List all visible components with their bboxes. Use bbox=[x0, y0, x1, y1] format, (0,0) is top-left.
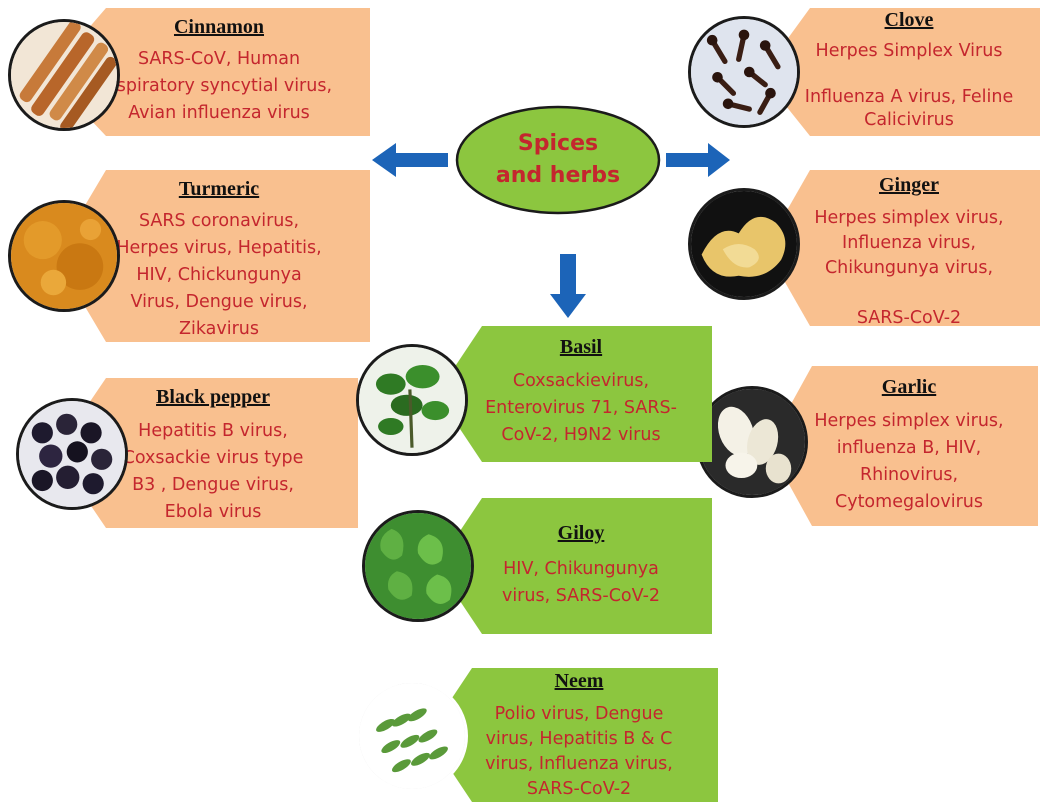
card-garlic: Garlic Herpes simplex virus, influenza B… bbox=[780, 366, 1038, 526]
card-black-pepper-text: Hepatitis B virus, Coxsackie virus type … bbox=[122, 421, 304, 522]
card-ginger: Ginger Herpes simplex virus, Influenza v… bbox=[778, 170, 1040, 328]
card-basil: Basil Coxsackievirus, Enterovirus 71, SA… bbox=[450, 326, 712, 462]
card-basil-text: Coxsackievirus, Enterovirus 71, SARS- Co… bbox=[485, 371, 677, 445]
neem-photo bbox=[356, 680, 468, 792]
card-giloy-background bbox=[450, 498, 712, 634]
card-turmeric-title: Turmeric bbox=[178, 178, 260, 200]
card-turmeric-text: SARS coronavirus, Herpes virus, Hepatiti… bbox=[116, 211, 322, 339]
cinnamon-photo bbox=[8, 19, 120, 131]
garlic-photo bbox=[696, 386, 808, 498]
card-neem-text: Polio virus, Dengue virus, Hepatitis B &… bbox=[485, 704, 673, 799]
center-node: Spices and herbs bbox=[454, 104, 662, 216]
card-basil-background bbox=[450, 326, 712, 462]
clove-photo bbox=[688, 16, 800, 128]
card-giloy-title: Giloy bbox=[557, 522, 605, 544]
card-garlic-text: Herpes simplex virus, influenza B, HIV, … bbox=[814, 411, 1004, 512]
card-garlic-background bbox=[780, 366, 1038, 526]
card-black-pepper: Black pepper Hepatitis B virus, Coxsacki… bbox=[68, 378, 358, 528]
card-turmeric-background bbox=[68, 170, 370, 342]
giloy-photo bbox=[362, 510, 474, 622]
card-clove-text: Herpes Simplex Virus Influenza A virus, … bbox=[804, 41, 1014, 130]
card-clove-title: Clove bbox=[884, 9, 934, 31]
turmeric-photo bbox=[8, 200, 120, 312]
card-cinnamon-title: Cinnamon bbox=[173, 16, 265, 38]
card-ginger-title: Ginger bbox=[879, 174, 939, 196]
center-title: Spices and herbs bbox=[495, 131, 621, 188]
card-basil-title: Basil bbox=[559, 336, 603, 358]
card-turmeric: Turmeric SARS coronavirus, Herpes virus,… bbox=[68, 170, 370, 342]
card-neem-title: Neem bbox=[554, 670, 604, 692]
card-ginger-background bbox=[778, 170, 1040, 326]
card-black-pepper-title: Black pepper bbox=[156, 386, 270, 408]
card-garlic-title: Garlic bbox=[881, 376, 937, 398]
card-neem: Neem Polio virus, Dengue virus, Hepatiti… bbox=[440, 668, 718, 802]
card-giloy: Giloy HIV, Chikungunya virus, SARS-CoV-2 bbox=[450, 498, 712, 634]
left-arrow-icon bbox=[372, 143, 448, 177]
card-black-pepper-background bbox=[68, 378, 358, 528]
card-neem-background bbox=[440, 668, 718, 802]
right-arrow-icon bbox=[666, 143, 730, 177]
card-clove: Clove Herpes Simplex Virus Influenza A v… bbox=[778, 8, 1040, 136]
card-clove-background bbox=[778, 8, 1040, 136]
card-cinnamon: Cinnamon SARS-CoV, Human espiratory sync… bbox=[68, 8, 370, 136]
card-cinnamon-text: SARS-CoV, Human espiratory syncytial vir… bbox=[105, 49, 333, 123]
black-pepper-photo bbox=[16, 398, 128, 510]
basil-photo bbox=[356, 344, 468, 456]
center-ellipse bbox=[455, 105, 661, 215]
ginger-photo bbox=[688, 188, 800, 300]
card-giloy-text: HIV, Chikungunya virus, SARS-CoV-2 bbox=[501, 559, 661, 606]
card-cinnamon-background bbox=[68, 8, 370, 136]
down-arrow-icon bbox=[550, 254, 586, 318]
card-ginger-text: Herpes simplex virus, Influenza virus, C… bbox=[814, 208, 1004, 328]
